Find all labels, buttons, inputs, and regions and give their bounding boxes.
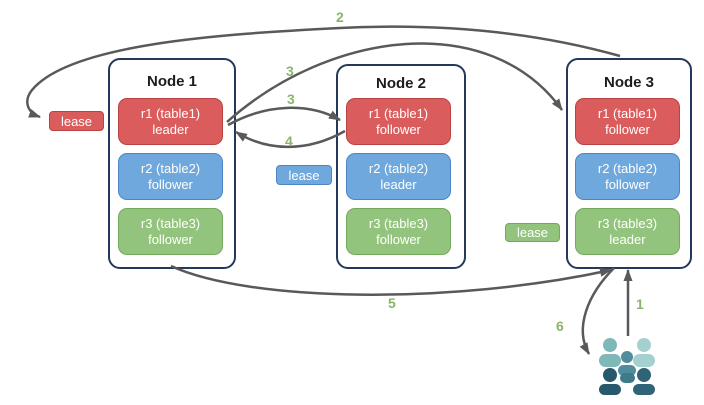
range-role: follower: [376, 121, 421, 137]
range-name: r2 (table2): [140, 160, 201, 176]
step-number-1: 1: [636, 296, 644, 312]
range-role: follower: [148, 231, 193, 247]
range-name: r3 (table3): [597, 215, 658, 231]
lease-label: lease: [60, 113, 93, 129]
step-number-3b: 3: [287, 91, 295, 107]
node-2-container: Node 2 r1 (table1) follower r2 (table2) …: [336, 64, 466, 269]
user-bottom-left: [599, 368, 621, 395]
range-role: leader: [152, 121, 189, 137]
node-2-range-r3: r3 (table3) follower: [346, 208, 451, 255]
lease-tag-r2: lease: [276, 165, 332, 185]
users-group-icon: [599, 338, 655, 395]
node-3-container: Node 3 r1 (table1) follower r2 (table2) …: [566, 58, 692, 269]
step-number-3a: 3: [286, 63, 294, 79]
node-2-title: Node 2: [375, 75, 426, 92]
range-name: r1 (table1): [140, 105, 201, 121]
range-role: leader: [380, 176, 417, 192]
lease-label: lease: [288, 167, 320, 183]
arrow-step-3-to-node2: [227, 106, 341, 127]
node-1-range-r3: r3 (table3) follower: [118, 208, 223, 255]
step-number-4: 4: [285, 133, 293, 149]
user-middle: [618, 351, 636, 376]
node-3-range-r3: r3 (table3) leader: [575, 208, 680, 255]
range-name: r2 (table2): [597, 160, 658, 176]
step-number-5: 5: [388, 295, 396, 311]
range-role: leader: [609, 231, 646, 247]
range-role: follower: [148, 176, 193, 192]
user-top-left: [599, 338, 621, 367]
node-1-container: Node 1 r1 (table1) leader r2 (table2) fo…: [108, 58, 236, 269]
node-1-title: Node 1: [146, 73, 197, 90]
lease-label: lease: [516, 225, 549, 240]
node-1-range-r1: r1 (table1) leader: [118, 98, 223, 145]
node-2-range-r1: r1 (table1) follower: [346, 98, 451, 145]
node-3-range-r2: r2 (table2) follower: [575, 153, 680, 200]
step-number-2: 2: [336, 9, 344, 25]
lease-tag-r3: lease: [505, 223, 560, 242]
lease-tag-r1: lease: [49, 111, 104, 131]
step-number-6: 6: [556, 318, 564, 334]
arrow-step-5: [170, 264, 612, 296]
user-top-right: [633, 338, 655, 367]
range-role: follower: [605, 121, 650, 137]
node-2-range-r2: r2 (table2) leader: [346, 153, 451, 200]
user-center-shoulders: [620, 373, 635, 383]
range-name: r3 (table3): [140, 215, 201, 231]
range-name: r1 (table1): [368, 105, 429, 121]
range-role: follower: [376, 231, 421, 247]
range-role: follower: [605, 176, 650, 192]
range-name: r2 (table2): [368, 160, 429, 176]
range-name: r1 (table1): [597, 105, 658, 121]
node-1-range-r2: r2 (table2) follower: [118, 153, 223, 200]
node-3-title: Node 3: [603, 74, 654, 91]
range-name: r3 (table3): [368, 215, 429, 231]
user-bottom-right: [633, 368, 655, 395]
node-3-range-r1: r1 (table1) follower: [575, 98, 680, 145]
